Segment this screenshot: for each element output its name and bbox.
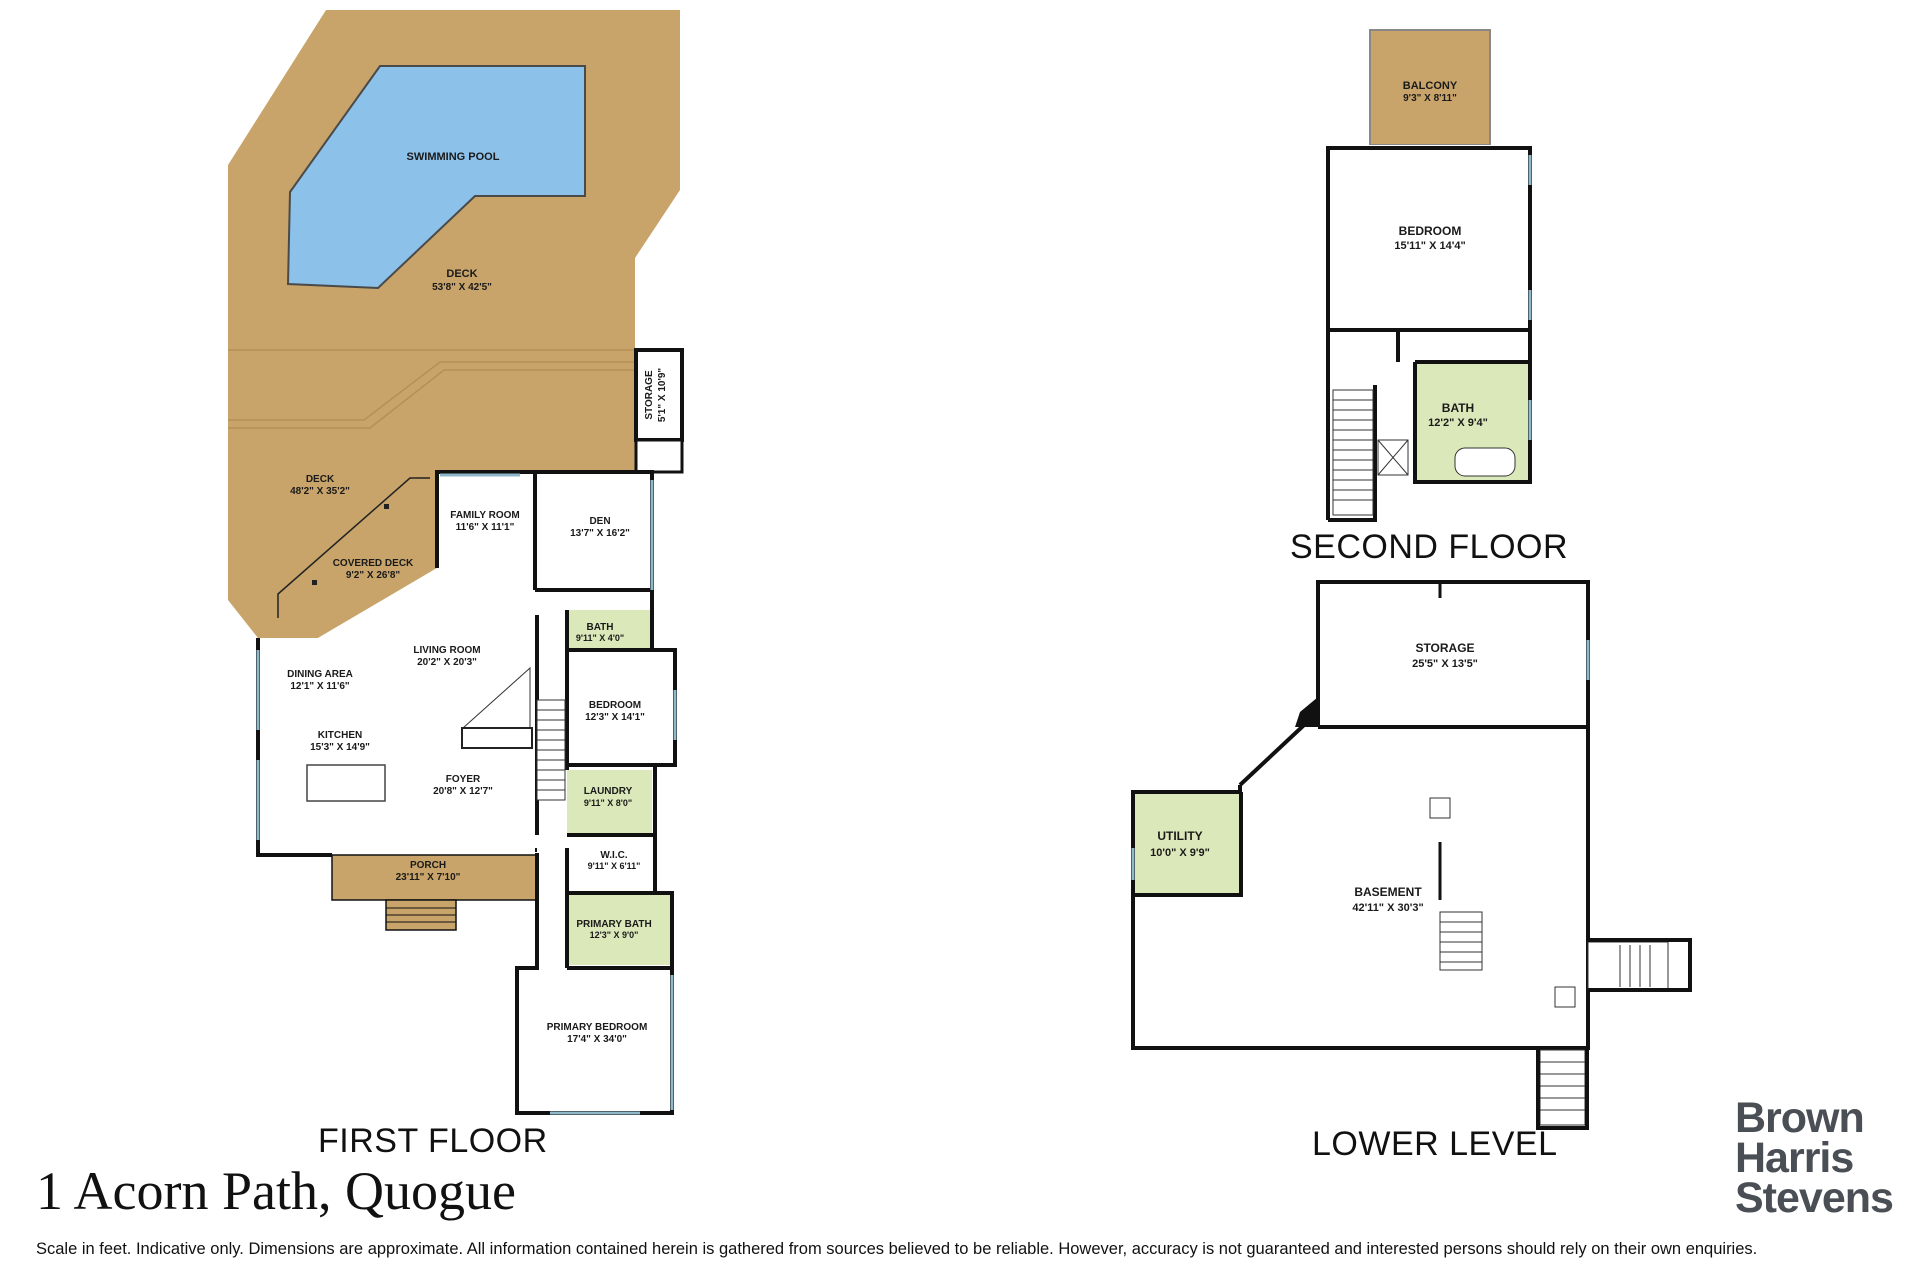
room-name-bath-second: BATH [1442, 401, 1474, 415]
room-dims-utility: 10'0" X 9'9" [1150, 847, 1210, 859]
room-name-dining-area: DINING AREA [287, 669, 353, 680]
room-name-family-room: FAMILY ROOM [450, 510, 519, 521]
room-name-deck-lower: DECK [306, 474, 335, 485]
room-name-primary-bath: PRIMARY BATH [576, 919, 651, 930]
room-name-laundry: LAUNDRY [584, 786, 633, 797]
room-dims-bedroom-second: 15'11" X 14'4" [1394, 240, 1465, 252]
room-name-deck-upper: DECK [446, 268, 477, 280]
room-dims-den: 13'7" X 16'2" [570, 528, 630, 539]
logo-line-3: Stevens [1735, 1174, 1894, 1222]
room-dims-wic: 9'11" X 6'11" [588, 861, 641, 871]
floor-title-second: SECOND FLOOR [1290, 528, 1569, 566]
room-name-storage-lower: STORAGE [1415, 641, 1474, 655]
first-floor-plan [228, 10, 684, 1115]
floor-title-lower: LOWER LEVEL [1312, 1125, 1558, 1163]
room-dims-balcony: 9'3" X 8'11" [1403, 93, 1457, 104]
room-dims-covered-deck: 9'2" X 26'8" [346, 570, 401, 581]
brokerage-logo: Brown Harris Stevens [1735, 1094, 1894, 1222]
room-dims-primary-bath: 12'3" X 9'0" [590, 930, 639, 940]
lower-level-plan [1131, 580, 1692, 1130]
room-name-den: DEN [589, 516, 610, 527]
room-name-living-room: LIVING ROOM [413, 645, 480, 656]
room-dims-deck-lower: 48'2" X 35'2" [290, 486, 350, 497]
room-name-pool: SWIMMING POOL [407, 151, 500, 163]
room-dims-porch: 23'11" X 7'10" [396, 872, 461, 883]
second-floor-plan [1326, 29, 1532, 522]
room-labels: SWIMMING POOL DECK 53'8" X 42'5" STORAGE… [287, 80, 1488, 1045]
room-name-covered-deck: COVERED DECK [333, 558, 414, 569]
room-dims-storage-side: 5'1" X 10'9" [657, 368, 668, 423]
room-dims-storage-lower: 25'5" X 13'5" [1412, 658, 1478, 670]
room-dims-laundry: 9'11" X 8'0" [584, 798, 632, 808]
room-name-wic: W.I.C. [600, 850, 627, 861]
room-name-porch: PORCH [410, 860, 446, 871]
room-dims-bath-first: 9'11" X 4'0" [576, 633, 624, 643]
room-name-bedroom-first: BEDROOM [589, 700, 641, 711]
disclaimer-text: Scale in feet. Indicative only. Dimensio… [36, 1240, 1758, 1258]
room-dims-bath-second: 12'2" X 9'4" [1428, 417, 1488, 429]
swimming-pool [286, 65, 586, 290]
room-name-bedroom-second: BEDROOM [1399, 224, 1462, 238]
logo-line-1: Brown [1735, 1094, 1865, 1142]
room-dims-living-room: 20'2" X 20'3" [417, 657, 477, 668]
room-name-kitchen: KITCHEN [318, 730, 362, 741]
logo-line-2: Harris [1735, 1134, 1854, 1182]
room-name-bath-first: BATH [586, 622, 613, 633]
room-dims-foyer: 20'8" X 12'7" [433, 786, 493, 797]
room-name-foyer: FOYER [446, 774, 481, 785]
room-dims-bedroom-first: 12'3" X 14'1" [585, 712, 645, 723]
room-dims-family-room: 11'6" X 11'1" [456, 522, 515, 533]
room-name-balcony: BALCONY [1403, 80, 1458, 92]
room-dims-primary-bedroom: 17'4" X 34'0" [567, 1034, 627, 1045]
room-name-basement: BASEMENT [1354, 885, 1422, 899]
room-dims-dining-area: 12'1" X 11'6" [290, 681, 350, 692]
room-dims-kitchen: 15'3" X 14'9" [310, 742, 370, 753]
floor-title-first: FIRST FLOOR [318, 1122, 548, 1160]
property-address: 1 Acorn Path, Quogue [36, 1161, 516, 1221]
room-name-utility: UTILITY [1157, 829, 1202, 843]
room-dims-deck-upper: 53'8" X 42'5" [432, 282, 492, 293]
room-name-storage-side: STORAGE [644, 370, 655, 420]
room-dims-basement: 42'11" X 30'3" [1352, 902, 1423, 914]
first-floor-interior [258, 472, 675, 855]
room-name-primary-bedroom: PRIMARY BEDROOM [547, 1022, 648, 1033]
